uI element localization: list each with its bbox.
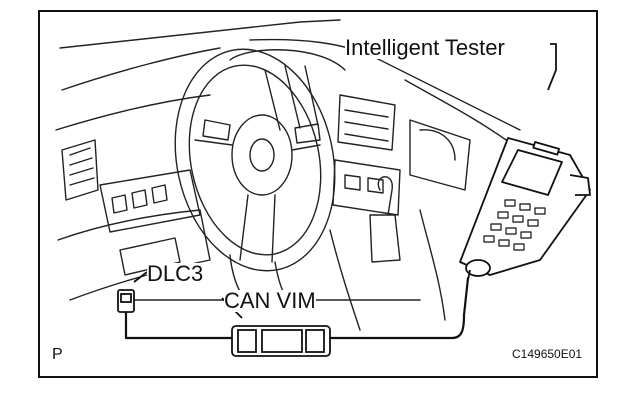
label-can-vim: CAN VIM — [224, 288, 316, 313]
connection-cable — [124, 276, 470, 340]
corner-mark: P — [52, 346, 63, 363]
center-stack — [332, 94, 401, 216]
steering-wheel — [174, 48, 336, 272]
label-intelligent-tester: Intelligent Tester — [345, 35, 505, 60]
intelligent-tester-device — [459, 137, 591, 281]
left-vent — [61, 139, 99, 201]
dlc3-connector — [117, 271, 148, 313]
label-dlc3: DLC3 — [147, 261, 204, 286]
left-switch-panel — [99, 169, 201, 233]
gear-shifter — [369, 214, 401, 263]
figure-code: C149650E01 — [512, 347, 583, 361]
tester-leader-line — [547, 43, 557, 91]
